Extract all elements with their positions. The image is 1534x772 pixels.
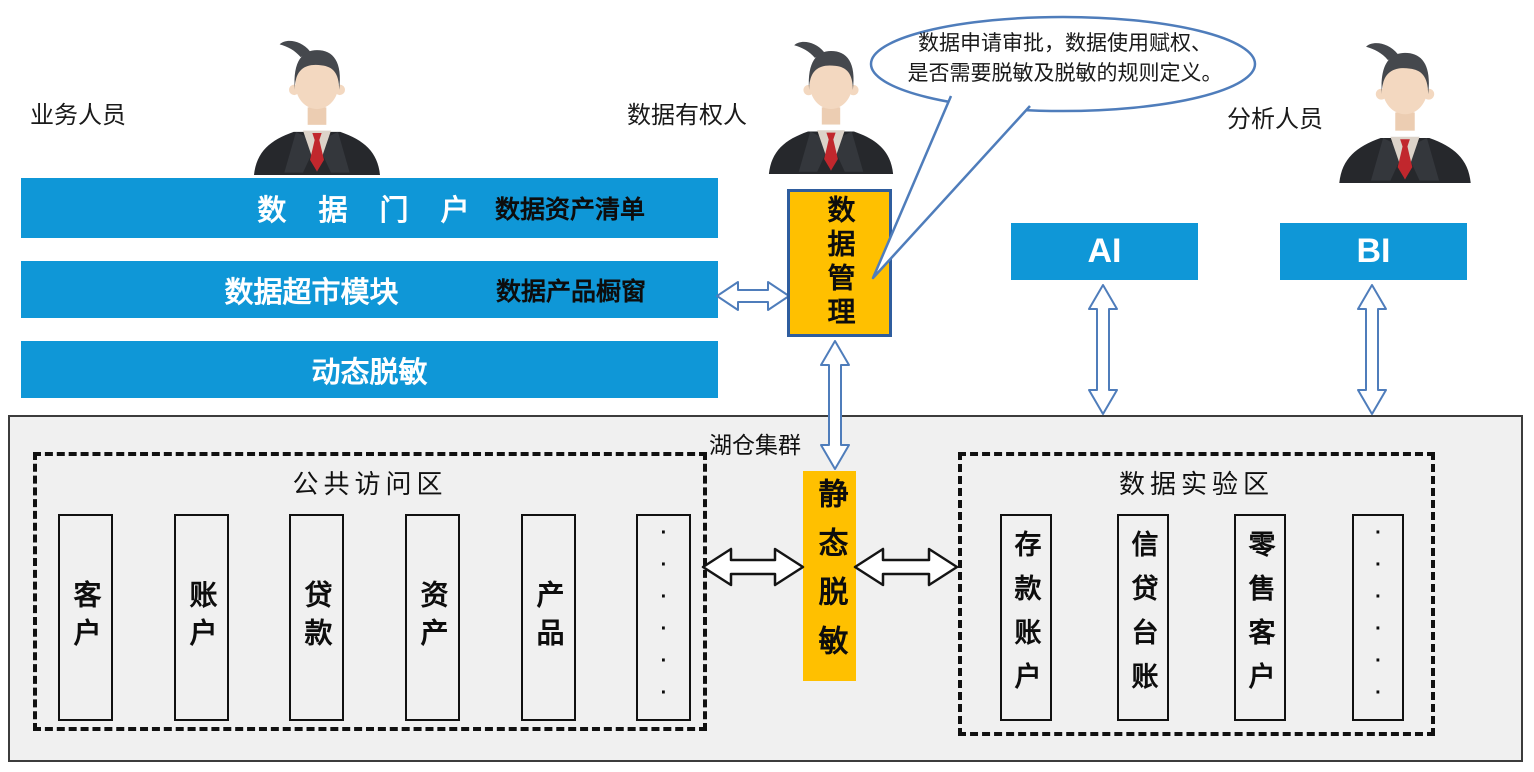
cell-label: 账户 — [186, 579, 218, 656]
public-access-zone: 公共访问区 客户 账户 贷款 资产 产品 ······ — [33, 452, 707, 731]
ellipsis-dots: ······ — [653, 521, 675, 714]
cell-label: 贷款 — [301, 579, 333, 656]
ai-cluster-double-arrow — [1088, 284, 1118, 415]
actor-label-data-owner: 数据有权人 — [627, 102, 747, 129]
data-market-title: 数据超市模块 — [224, 276, 399, 309]
public-zone-item-account: 账户 — [174, 514, 229, 721]
data-market-bar: 数据超市模块 数据产品橱窗 — [21, 261, 718, 318]
callout-line-2: 是否需要脱敏及脱敏的规则定义。 — [907, 61, 1223, 85]
masking-lab-zone-double-arrow — [853, 547, 959, 587]
cell-label: 产品 — [533, 579, 565, 656]
data-lab-zone-title: 数据实验区 — [1118, 469, 1274, 499]
ai-box: AI — [1011, 223, 1198, 280]
cell-label: 存款账户 — [1010, 529, 1041, 706]
public-zone-masking-double-arrow — [701, 547, 805, 587]
data-management-label: 数据管理 — [824, 195, 856, 331]
data-portal-title: 数 据 门 户 — [257, 195, 482, 227]
public-zone-item-customer: 客户 — [58, 514, 113, 721]
data-lab-zone: 数据实验区 存款账户 信贷台账 零售客户 ······ — [958, 452, 1435, 736]
public-zone-item-loan: 贷款 — [289, 514, 344, 721]
data-asset-list-label: 数据资产清单 — [495, 196, 646, 224]
ellipsis-dots: ······ — [1367, 521, 1390, 714]
callout-bubble — [869, 15, 1257, 280]
businessman-icon — [247, 35, 387, 175]
management-cluster-double-arrow — [820, 340, 850, 470]
public-zone-item-asset: 资产 — [405, 514, 460, 721]
lab-zone-item-credit-ledger: 信贷台账 — [1117, 514, 1169, 721]
lab-zone-item-deposit-accounts: 存款账户 — [1000, 514, 1052, 721]
actor-label-business: 业务人员 — [30, 102, 126, 129]
cell-label: 客户 — [70, 579, 102, 656]
public-zone-item-product: 产品 — [521, 514, 576, 721]
static-masking-label: 静态脱敏 — [813, 478, 847, 674]
cell-label: 资产 — [417, 579, 449, 656]
static-masking-box: 静态脱敏 — [803, 471, 856, 681]
analyst-icon — [1332, 37, 1478, 183]
lakehouse-cluster-label: 湖仓集群 — [709, 432, 801, 458]
public-access-zone-title: 公共访问区 — [292, 469, 448, 499]
public-zone-item-more: ······ — [636, 514, 691, 721]
lab-zone-item-more: ······ — [1352, 514, 1404, 721]
callout-line-1: 数据申请审批，数据使用赋权、 — [918, 31, 1212, 55]
dynamic-masking-bar: 动态脱敏 — [21, 341, 718, 398]
bi-cluster-double-arrow — [1357, 284, 1387, 415]
data-product-showcase-label: 数据产品橱窗 — [496, 277, 647, 306]
lab-zone-item-retail-customers: 零售客户 — [1234, 514, 1286, 721]
cell-label: 信贷台账 — [1127, 529, 1158, 706]
bi-box: BI — [1280, 223, 1467, 280]
data-portal-bar: 数 据 门 户 数据资产清单 — [21, 178, 718, 238]
callout-text: 数据申请审批，数据使用赋权、 是否需要脱敏及脱敏的规则定义。 — [880, 28, 1250, 88]
cell-label: 零售客户 — [1244, 529, 1275, 706]
actor-label-analyst: 分析人员 — [1227, 106, 1323, 133]
dynamic-masking-title: 动态脱敏 — [311, 356, 428, 389]
portal-management-double-arrow — [716, 281, 790, 311]
data-management-box: 数据管理 — [787, 189, 892, 337]
